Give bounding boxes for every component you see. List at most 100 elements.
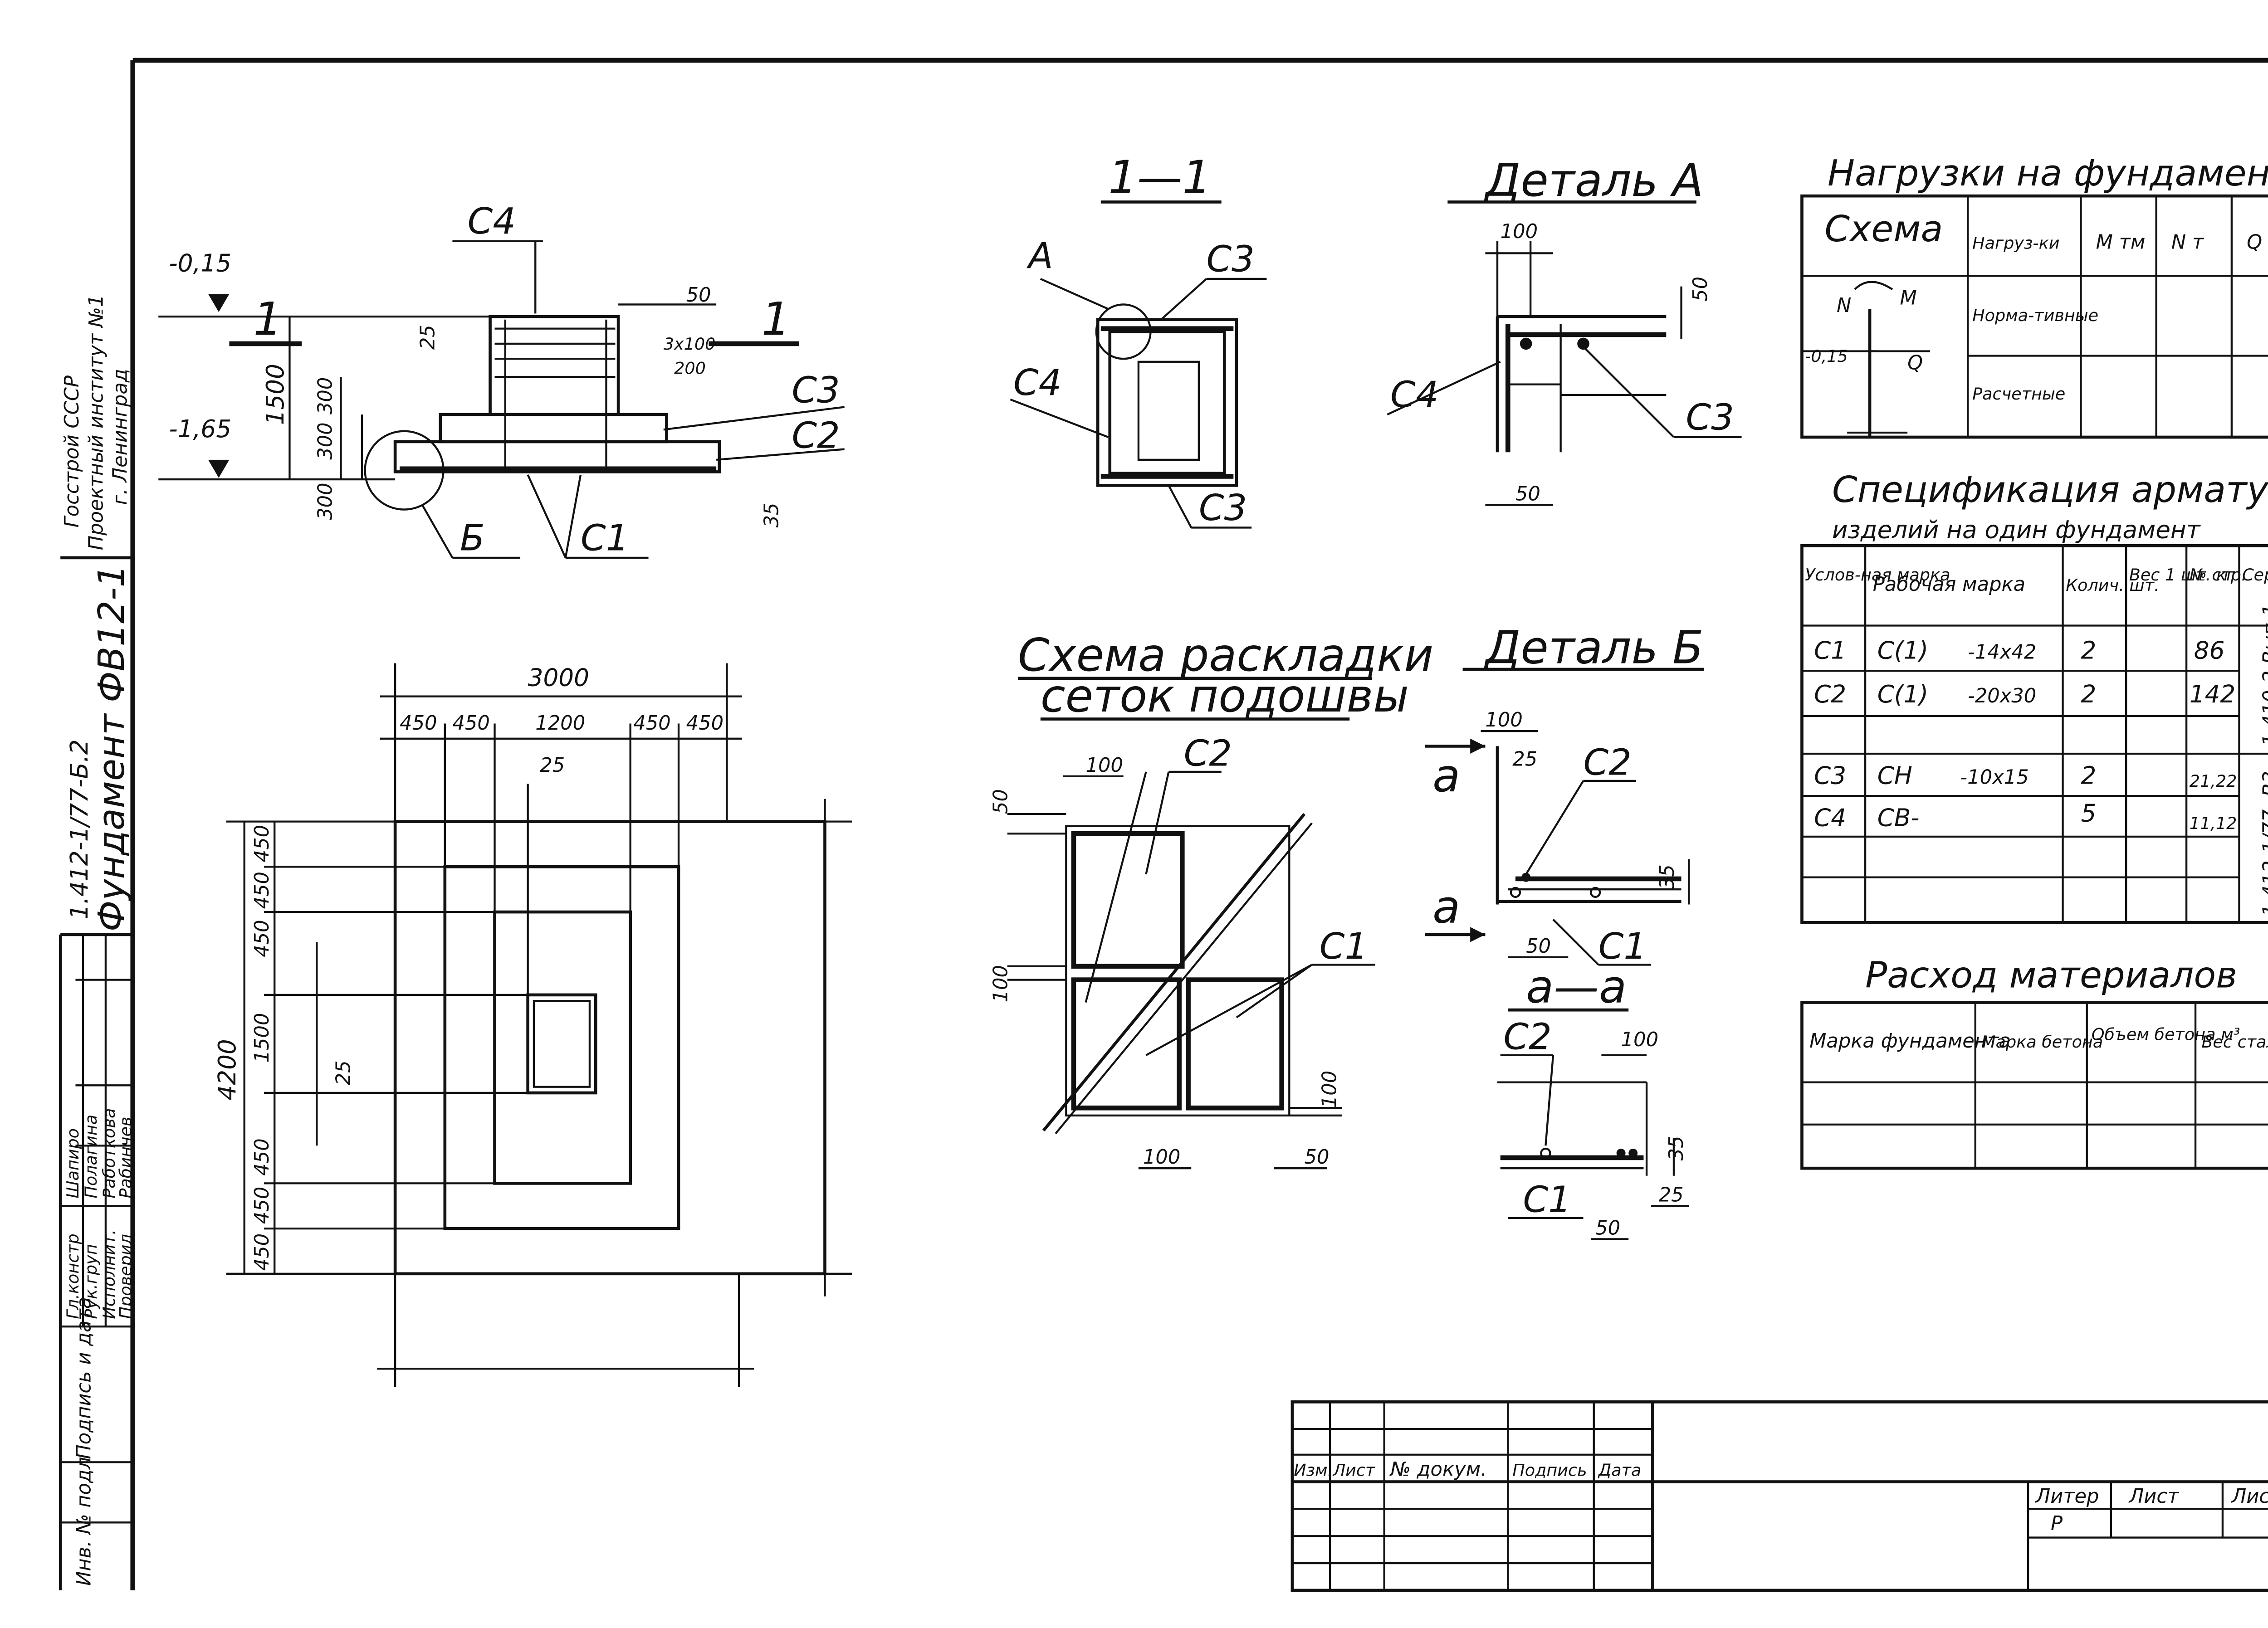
mesh-title-1: Схема раскладки [1018,629,1433,682]
left-strip: Госстрой СССР Проектный институт №1 г. Л… [59,295,135,1590]
tb-stage-h-3: Листов [2231,1485,2268,1508]
label-c3: С3 [792,369,840,411]
section-aa-dim-50: 50 [1595,1217,1620,1239]
section-1-1-title: 1—1 [1108,151,1211,204]
detail-b-dim-100: 100 [1485,709,1522,731]
tb-stage-h-2: Лист [2128,1485,2180,1508]
plan-dim-25-top: 25 [540,754,565,777]
materials-h-4: Вес стали кг [2201,1032,2268,1052]
detail-a: Деталь А 100 50 50 С4 С3 [1387,154,1742,506]
plan-left-7: 450 [251,1233,274,1271]
spec-r1-qty: 2 [2081,637,2096,665]
strip-name-2: Полагина [81,1115,101,1199]
detail-b-dim-50: 50 [1526,935,1551,958]
loads-h-q: Q т [2247,231,2268,253]
strip-org-3: г. Ленинград [109,369,132,505]
spec-r4-qty: 5 [2081,799,2096,828]
plan-left-4: 1500 [251,1013,274,1063]
dim-3x100: 3х100 [664,334,716,354]
detail-a-label-c4: С4 [1390,374,1438,416]
scheme-m: M [1900,287,1917,309]
mesh-dim-50: 50 [990,789,1012,814]
detail-b-section-a-bottom: а [1432,880,1460,933]
spec-h-qty: Колич. шт. [2066,575,2160,595]
materials-h-3: Объем бетона м³ [2092,1025,2240,1044]
section-mark-left: 1 [254,292,282,346]
plan-total-height: 4200 [213,1039,241,1100]
strip-role-2: Рук.груп [81,1244,101,1319]
detail-b: Деталь Б 100 25 С2 а а 35 50 С1 [1425,621,1704,967]
spec-r3-mark: С3 [1814,762,1846,790]
spec-h-work: Рабочая марка [1873,573,2025,596]
plan-total-width: 3000 [528,663,589,692]
mesh-scheme: Схема раскладки сеток подошвы 50 100 С2 … [990,629,1433,1170]
mesh-label-c1: С1 [1320,925,1368,967]
scheme-n: N [1837,294,1851,317]
strip-role-3: Исполнит. [99,1229,119,1319]
loads-row-calc: Расчетные [1972,384,2065,404]
spec-r2-mark: С2 [1814,680,1846,708]
spec-r2-page: 142 [2190,680,2236,708]
strip-footer-1: Подпись и дата [73,1297,96,1459]
section-1-1: 1—1 А С3 С4 С3 [1010,151,1267,529]
detail-a-dim-50-right: 50 [1689,277,1712,302]
detail-b-dim-35: 35 [1656,864,1679,889]
mesh-title-2: сеток подошвы [1041,669,1409,722]
plan-dim-25-left: 25 [332,1060,355,1085]
dim-300-a: 300 [314,377,337,414]
strip-role-4: Проверил [116,1234,135,1319]
tb-h-sign: Подпись [1512,1460,1587,1480]
spec-r1-size: -14х42 [1968,641,2036,664]
strip-series: 1.412-1/77-Б.2 [65,739,93,919]
spec-h-mark: Услов-ная марка [1805,565,1950,585]
spec-h-series: Серия выпуск [2242,565,2268,585]
label-b: Б [460,517,485,559]
dim-200: 200 [674,358,706,378]
section-aa-dim-25: 25 [1659,1184,1684,1206]
dim-1500: 1500 [261,364,289,425]
materials-h-2: Марка бетона [1981,1032,2103,1052]
spec-r3-work: СН [1877,762,1912,790]
scheme-level: -0,15 [1805,346,1848,366]
tb-stage-value: Р [2051,1512,2063,1535]
section-mark-right: 1 [762,292,790,346]
detail-a-title: Деталь А [1483,154,1703,207]
tb-h-date: Дата [1598,1460,1642,1480]
detail-a-dim-50-bottom: 50 [1515,483,1540,506]
strip-role-1: Гл.констр [63,1233,83,1319]
plan-seg-1: 450 [400,712,437,735]
spec-series-1: 1.410-2 Вып.1 [2259,604,2268,746]
spec-r3-size: -10х15 [1960,766,2029,789]
spec-h-page: № стр. [2189,565,2247,585]
plan-seg-4: 450 [633,712,670,735]
spec-title-1: Спецификация арматурных [1832,468,2268,511]
detail-b-label-c1: С1 [1598,925,1647,967]
detail-b-section-a-top: а [1432,749,1460,802]
tb-stage-h-1: Литер [2035,1485,2099,1508]
spec-h-weight: Вес 1 шт. кг [2129,565,2235,585]
section-aa-label-c1: С1 [1523,1179,1571,1221]
section-label-c3-bottom: С3 [1199,487,1247,529]
spec-r1-work: С(1) [1877,637,1928,665]
label-c4: С4 [468,200,516,242]
spec-r1-page: 86 [2194,637,2225,665]
materials-title: Расход материалов [1865,954,2237,996]
loads-table: Нагрузки на фундамент Схема Нагруз-ки М … [1800,152,2268,439]
spec-title-2: изделий на один фундамент [1832,516,2201,544]
plan-left-1: 450 [251,825,274,862]
loads-title: Нагрузки на фундамент [1828,152,2268,194]
dim-50: 50 [686,284,711,307]
materials-table: Расход материалов Марка фундамента Марка… [1800,954,2268,1170]
loads-h-n: N т [2171,231,2204,253]
spec-r2-qty: 2 [2081,680,2096,708]
mesh-dim-100-top: 100 [1086,754,1123,777]
spec-series-2: 1.412-1/77, В3 [2259,771,2268,916]
plan-view: 3000 450 450 1200 450 450 25 4200 450 45… [213,663,852,1387]
section-aa-label-c2: С2 [1503,1016,1551,1058]
mesh-dim-100-left: 100 [990,965,1012,1002]
detail-b-label-c2: С2 [1584,741,1632,784]
section-label-c3-top: С3 [1206,238,1254,280]
spec-r4-mark: С4 [1814,804,1846,832]
elevation-view: -0,15 -1,65 1 1 1500 300 300 300 25 50 3… [158,200,845,559]
